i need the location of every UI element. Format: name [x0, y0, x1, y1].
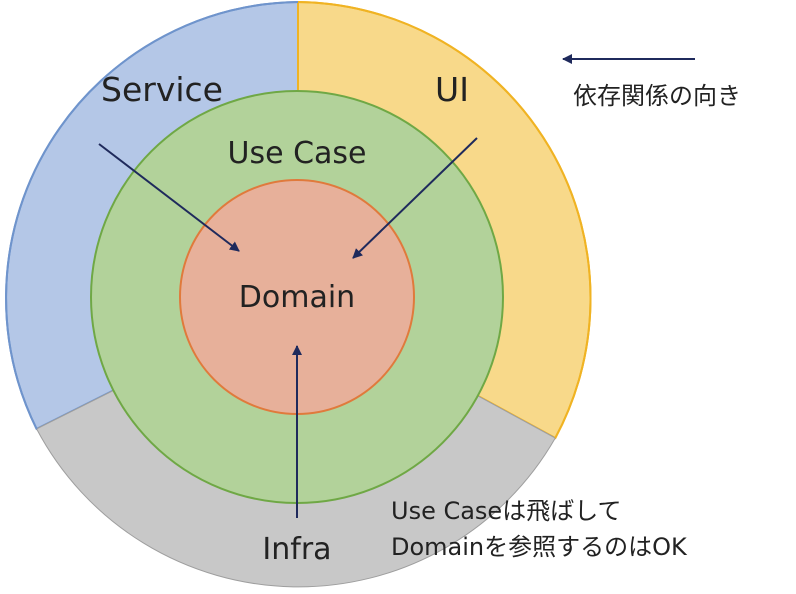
ui-label: UI [435, 70, 469, 109]
use-case-label: Use Case [228, 136, 367, 171]
note-line-1: Use Caseは飛ばして [391, 497, 621, 525]
dependency-arrow-ui [352, 137, 478, 259]
infra-label: Infra [262, 532, 331, 567]
domain-label: Domain [239, 280, 355, 315]
dependency-arrow-service [98, 143, 240, 252]
legend-label: 依存関係の向き [573, 82, 741, 110]
note-line-2: Domainを参照するのはOK [391, 533, 688, 561]
service-label: Service [101, 70, 223, 109]
